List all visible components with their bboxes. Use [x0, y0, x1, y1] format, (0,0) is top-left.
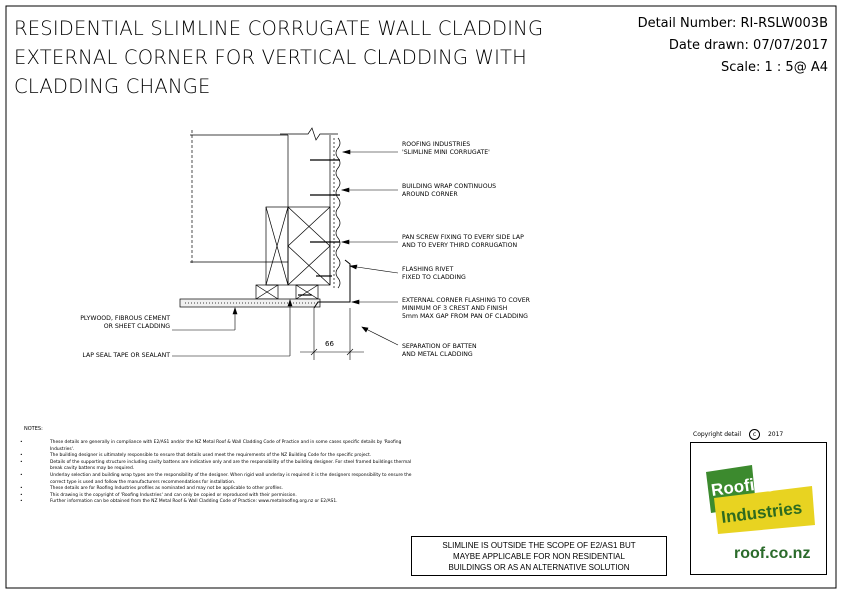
disclaimer-line3: BUILDINGS OR AS AN ALTERNATIVE SOLUTION — [448, 563, 630, 572]
label-flashing-rivet: FLASHING RIVET FIXED TO CLADDING — [402, 266, 466, 282]
corrugate-cladding — [333, 137, 341, 290]
label-mini-corrugate-line2: 'SLIMLINE MINI CORRUGATE' — [402, 149, 490, 156]
label-lap-seal: LAP SEAL TAPE OR SEALANT — [82, 352, 170, 359]
notes-list: These details are generally in complianc… — [20, 440, 420, 506]
timber-framing — [190, 127, 338, 300]
dimension-label: 66 — [325, 340, 334, 348]
disclaimer-line2: MAYBE APPLICABLE FOR NON RESIDENTIAL — [453, 552, 625, 561]
copyright-year: 2017 — [767, 431, 784, 438]
note-item: Details of the supporting structure incl… — [20, 460, 420, 473]
corner-flashing — [313, 259, 351, 309]
label-plywood-line1: PLYWOOD, FIBROUS CEMENT — [80, 315, 170, 322]
label-pan-screw-line1: PAN SCREW FIXING TO EVERY SIDE LAP — [402, 234, 524, 241]
label-separation-line1: SEPARATION OF BATTEN — [402, 343, 477, 350]
sheet-cladding — [179, 298, 321, 308]
title-line-3: CLADDING CHANGE — [14, 75, 211, 98]
label-pan-screw: PAN SCREW FIXING TO EVERY SIDE LAP AND T… — [402, 234, 524, 250]
label-flashing-rivet-line2: FIXED TO CLADDING — [402, 274, 466, 281]
logo-url: roof.co.nz — [734, 545, 811, 562]
date-drawn: Date drawn: 07/07/2017 — [668, 38, 828, 53]
scale: Scale: 1 : 5@ A4 — [721, 60, 828, 75]
note-item: Further information can be obtained from… — [20, 499, 420, 506]
title-line-1: RESIDENTIAL SLIMLINE CORRUGATE WALL CLAD… — [14, 17, 544, 40]
label-plywood: PLYWOOD, FIBROUS CEMENT OR SHEET CLADDIN… — [55, 315, 170, 331]
label-building-wrap-line1: BUILDING WRAP CONTINUOUS — [402, 183, 497, 190]
label-corner-flashing-line1: EXTERNAL CORNER FLASHING TO COVER — [402, 297, 530, 304]
notes-heading: NOTES: — [24, 426, 43, 432]
label-flashing-rivet-line1: FLASHING RIVET — [402, 266, 454, 273]
note-item: The building designer is ultimately resp… — [20, 453, 420, 460]
leader-lines — [172, 149, 399, 357]
label-corner-flashing-line3: 5mm MAX GAP FROM PAN OF CLADDING — [402, 313, 528, 320]
disclaimer-line1: SLIMLINE IS OUTSIDE THE SCOPE OF E2/AS1 … — [442, 541, 636, 550]
label-building-wrap: BUILDING WRAP CONTINUOUS AROUND CORNER — [402, 183, 496, 199]
note-item: This drawing is the copyright of 'Roofin… — [20, 493, 420, 500]
label-corner-flashing-line2: MINIMUM OF 3 CREST AND FINISH — [402, 305, 508, 312]
title-line-2: EXTERNAL CORNER FOR VERTICAL CLADDING WI… — [14, 46, 528, 69]
detail-number: Detail Number: RI-RSLW003B — [637, 16, 828, 31]
copyright-icon: c — [749, 429, 761, 440]
pan-screws — [298, 159, 340, 296]
drawing-meta: Detail Number: RI-RSLW003B Date drawn: 0… — [638, 13, 828, 79]
note-item: Underlay selection and building wrap typ… — [20, 473, 420, 486]
label-building-wrap-line2: AROUND CORNER — [402, 191, 458, 198]
drawing-title: RESIDENTIAL SLIMLINE CORRUGATE WALL CLAD… — [14, 14, 543, 101]
dimension-66 — [300, 308, 364, 360]
note-item: These details are for Roofing Industries… — [20, 486, 420, 493]
label-separation: SEPARATION OF BATTEN AND METAL CLADDING — [402, 343, 477, 359]
label-mini-corrugate-line1: ROOFING INDUSTRIES — [402, 141, 471, 148]
logo-box — [690, 442, 827, 575]
label-separation-line2: AND METAL CLADDING — [402, 351, 473, 358]
note-item: These details are generally in complianc… — [20, 440, 420, 453]
copyright-text: Copyright detail — [693, 431, 742, 438]
scope-disclaimer: SLIMLINE IS OUTSIDE THE SCOPE OF E2/AS1 … — [411, 536, 667, 576]
label-corner-flashing: EXTERNAL CORNER FLASHING TO COVER MINIMU… — [402, 297, 530, 321]
copyright: Copyright detail c 2017 — [693, 429, 783, 440]
label-pan-screw-line2: AND TO EVERY THIRD CORRUGATION — [402, 242, 518, 249]
label-plywood-line2: OR SHEET CLADDING — [103, 323, 170, 330]
label-mini-corrugate: ROOFING INDUSTRIES 'SLIMLINE MINI CORRUG… — [402, 141, 490, 157]
